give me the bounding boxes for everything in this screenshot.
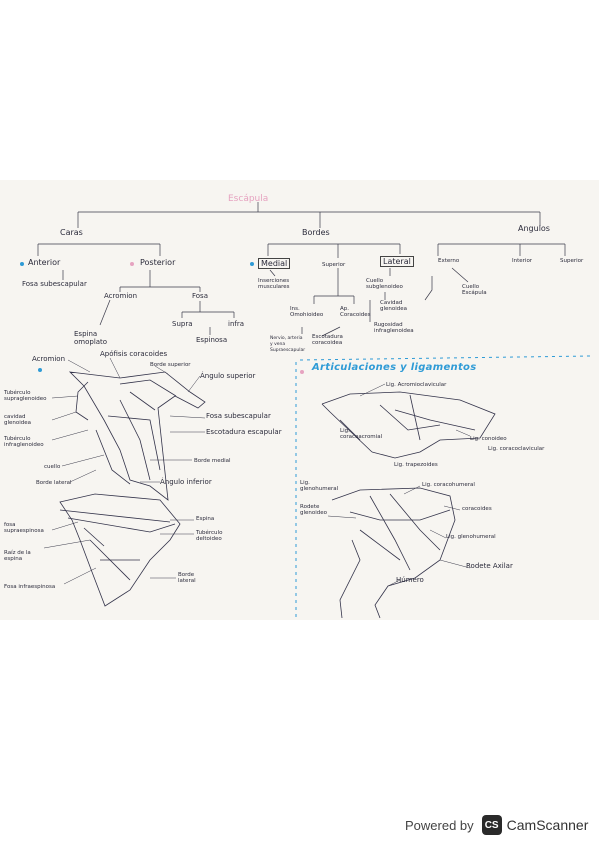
- label-humero: Húmero: [396, 576, 424, 584]
- fig1-apofisis-coracoides: Apófisis coracoides: [100, 350, 168, 358]
- label-lig-coracoclavicular: Lig. coracoclavicular: [488, 446, 545, 452]
- camscanner-brand: CamScanner: [506, 817, 589, 833]
- camscanner-logo-icon: CS: [481, 815, 502, 835]
- bullet-dot: [250, 262, 254, 266]
- label-coracoides: coracoides: [462, 506, 492, 512]
- fig1-fosa-subescapular: Fosa subescapular: [206, 412, 271, 420]
- page-title: Escápula: [228, 194, 269, 204]
- label-lig-glenohumeral-left: Lig. glenohumeral: [300, 480, 339, 492]
- fig2-espina: Espina: [196, 516, 215, 522]
- tree-nervio-supraescapular: Nervio, arteria y vena Supraescapular: [270, 336, 306, 353]
- fig1-borde-medial: Borde medial: [194, 458, 231, 464]
- powered-by-text: Powered by: [405, 817, 474, 833]
- label-lig-trapezoides: Lig. trapezoides: [394, 462, 438, 468]
- fig2-raiz-espina: Raíz de la espina: [4, 550, 31, 562]
- tree-bordes: Bordes: [302, 228, 330, 237]
- label-rodete-axilar: Rodete Axilar: [466, 562, 513, 570]
- label-lig-acromioclavicular: Lig. Acromioclavicular: [386, 382, 447, 388]
- fig1-angulo-inferior: Ángulo inferior: [160, 478, 212, 486]
- tree-fosa-subescapular: Fosa subescapular: [22, 280, 87, 288]
- tree-externo: Externo: [438, 258, 460, 264]
- fig1-tuberculo-supraglenoideo: Tubérculo supraglenoideo: [4, 390, 47, 402]
- tree-ap-coracoides: Ap. Coracoides: [340, 306, 371, 318]
- fig2-fosa-supraespinosa: fosa supraespinosa: [4, 522, 44, 534]
- fig1-cuello: cuello: [44, 464, 61, 470]
- bullet-dot: [20, 262, 24, 266]
- fig1-borde-superior: Borde superior: [150, 362, 191, 368]
- tree-superior: Superior: [322, 262, 346, 268]
- fig2-fosa-infraespinosa: Fosa infraespinosa: [4, 584, 56, 590]
- bullet-dot: [300, 370, 304, 374]
- tree-rugosidad-infraglenoidea: Rugosidad infraglenoidea: [374, 322, 414, 334]
- tree-espinosa: Espinosa: [196, 336, 228, 344]
- tree-acromion: Acromion: [104, 292, 138, 300]
- tree-superior-angle: Superior: [560, 258, 584, 264]
- tree-posterior: Posterior: [140, 258, 176, 267]
- fig1-tuberculo-infraglenoideo: Tubérculo infraglenoideo: [4, 436, 44, 448]
- notebook-page: [0, 180, 599, 620]
- tree-ins-omohioideo: Ins. Omohioideo: [290, 306, 324, 318]
- tree-medial: Medial: [258, 258, 291, 269]
- fig2-borde-lateral: Borde lateral: [178, 572, 196, 584]
- section-heading: Articulaciones y ligamentos: [312, 362, 477, 373]
- tree-cavidad-glenoidea: Cavidad glenoidea: [380, 300, 408, 312]
- label-lig-glenohumeral: Lig. glenohumeral: [446, 534, 496, 540]
- tree-infra: infra: [228, 320, 245, 328]
- tree-supra: Supra: [172, 320, 193, 328]
- label-lig-coracohumeral: Lig. coracohumeral: [422, 482, 475, 488]
- tree-cuello-subglenoideo: Cuello subglenoideo: [366, 278, 403, 290]
- bullet-dot: [130, 262, 134, 266]
- fig1-cavidad-glenoidea: cavidad glenoidea: [4, 414, 32, 426]
- tree-lateral: Lateral: [380, 256, 414, 267]
- label-lig-coracoacromial: Lig. coracoacromial: [340, 428, 383, 440]
- tree-anterior: Anterior: [28, 258, 61, 267]
- camscanner-footer: Powered by CS CamScanner: [405, 814, 588, 836]
- fig1-acromion: Acromion: [32, 355, 66, 363]
- fig1-angulo-superior: Ángulo superior: [200, 372, 256, 380]
- tree-fosa: Fosa: [192, 292, 208, 300]
- tree-angulos: Angulos: [518, 224, 550, 233]
- tree-cuello-escapula: Cuello Escápula: [462, 284, 487, 296]
- fig1-escotadura-escapular: Escotadura escapular: [206, 428, 282, 436]
- label-rodete-glenoideo: Rodete glenoideo: [300, 504, 328, 516]
- tree-inserciones-musculares: Inserciones musculares: [258, 278, 290, 290]
- tree-caras: Caras: [60, 228, 83, 237]
- bullet-dot: [38, 368, 42, 372]
- tree-escotadura-coracoidea: Escotadura coracoidea: [312, 334, 343, 346]
- tree-interior: Interior: [512, 258, 533, 264]
- tree-espina-omoplato: Espina omoplato: [74, 330, 108, 346]
- label-lig-conoideo: Lig. conoideo: [470, 436, 507, 442]
- fig1-borde-lateral: Borde lateral: [36, 480, 72, 486]
- fig2-tuberculo-deltoideo: Tubérculo deltoideo: [196, 530, 223, 542]
